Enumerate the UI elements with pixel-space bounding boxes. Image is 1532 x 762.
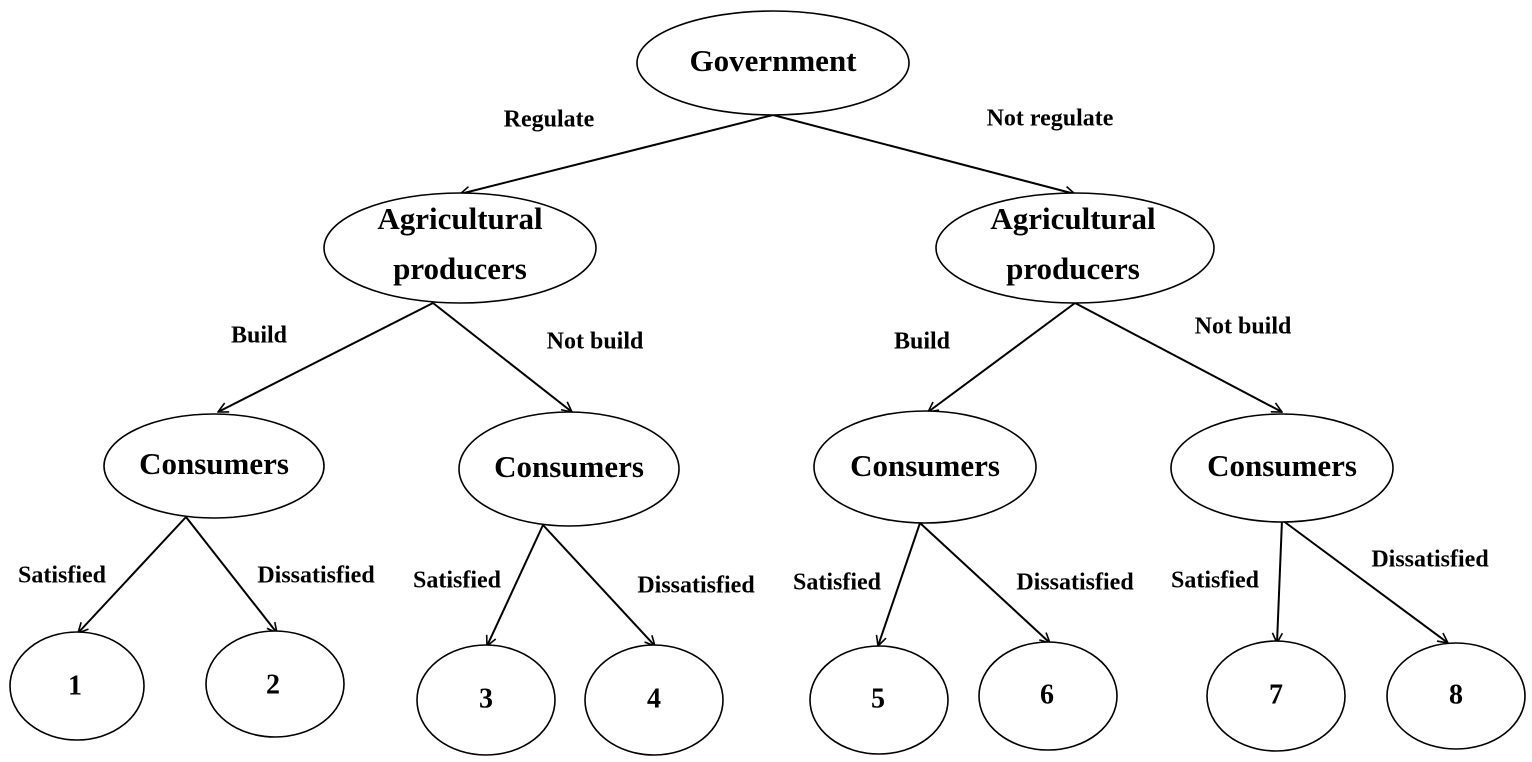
producers-label-line2: producers xyxy=(1006,251,1140,286)
edge-producers-left-to-consumers-1 xyxy=(218,302,434,413)
outcome-label: 4 xyxy=(647,683,661,714)
edge-government-to-producers-regulate xyxy=(460,114,774,194)
label-not-build-right: Not build xyxy=(1195,314,1292,340)
edge-consumers-3-to-outcome-5 xyxy=(878,522,921,646)
label-not-regulate: Not regulate xyxy=(987,106,1114,132)
label-regulate: Regulate xyxy=(504,107,595,133)
edge-consumers-1-to-outcome-2 xyxy=(185,516,277,633)
consumers-node-3: Consumers xyxy=(813,410,1037,524)
outcome-label: 6 xyxy=(1040,679,1054,710)
outcome-node-4: 4 xyxy=(584,644,724,756)
producers-node-regulate: Agricultural producers xyxy=(323,192,597,304)
label-build-right: Build xyxy=(894,329,951,355)
outcome-label: 5 xyxy=(871,683,885,714)
government-label: Government xyxy=(689,43,857,78)
label-build-left: Build xyxy=(231,323,288,349)
label-satisfied-2: Satisfied xyxy=(413,568,502,594)
edge-consumers-2-to-outcome-4 xyxy=(542,524,655,646)
consumers-node-1: Consumers xyxy=(103,413,325,519)
consumers-node-2: Consumers xyxy=(458,411,680,527)
label-satisfied-1: Satisfied xyxy=(18,563,107,589)
outcome-node-3: 3 xyxy=(416,644,556,756)
label-satisfied-3: Satisfied xyxy=(793,570,882,596)
consumers-label: Consumers xyxy=(139,446,289,481)
outcome-label: 7 xyxy=(1269,679,1283,710)
outcome-node-8: 8 xyxy=(1386,642,1526,750)
label-dissatisfied-1: Dissatisfied xyxy=(257,563,375,589)
producers-label-line1: Agricultural xyxy=(990,201,1156,236)
producers-node-not-regulate: Agricultural producers xyxy=(935,192,1215,304)
edge-consumers-4-to-outcome-7 xyxy=(1277,519,1282,643)
consumers-label: Consumers xyxy=(494,449,644,484)
edge-consumers-3-to-outcome-6 xyxy=(919,522,1050,643)
label-satisfied-4: Satisfied xyxy=(1171,568,1260,594)
label-not-build-left: Not build xyxy=(547,329,644,355)
edge-consumers-2-to-outcome-3 xyxy=(487,524,544,646)
label-dissatisfied-2: Dissatisfied xyxy=(637,573,755,599)
edge-labels: Regulate Not regulate Build Not build Bu… xyxy=(18,106,1489,599)
producers-label-line1: Agricultural xyxy=(377,201,543,236)
tree-edges xyxy=(78,114,1448,646)
edge-consumers-1-to-outcome-1 xyxy=(78,516,187,633)
label-dissatisfied-4: Dissatisfied xyxy=(1371,547,1489,573)
outcome-label: 8 xyxy=(1449,679,1463,710)
edge-producers-left-to-consumers-2 xyxy=(432,302,572,412)
edge-government-to-producers-not-regulate xyxy=(772,114,1075,194)
outcome-label: 2 xyxy=(266,669,280,700)
consumers-node-4: Consumers xyxy=(1170,413,1394,523)
outcome-node-1: 1 xyxy=(9,631,145,741)
outcome-label: 3 xyxy=(479,683,493,714)
consumers-label: Consumers xyxy=(1207,448,1357,483)
edge-producers-right-to-consumers-3 xyxy=(928,302,1076,412)
government-node: Government xyxy=(636,10,910,116)
consumers-label: Consumers xyxy=(850,448,1000,483)
outcome-node-7: 7 xyxy=(1206,640,1346,752)
label-dissatisfied-3: Dissatisfied xyxy=(1016,570,1134,596)
edge-producers-right-to-consumers-4 xyxy=(1074,302,1282,413)
outcome-node-6: 6 xyxy=(978,641,1118,751)
edge-consumers-4-to-outcome-8 xyxy=(1281,519,1448,643)
outcome-label: 1 xyxy=(68,670,82,701)
producers-label-line2: producers xyxy=(393,251,527,286)
outcome-node-2: 2 xyxy=(205,630,345,738)
outcome-node-5: 5 xyxy=(809,645,949,755)
